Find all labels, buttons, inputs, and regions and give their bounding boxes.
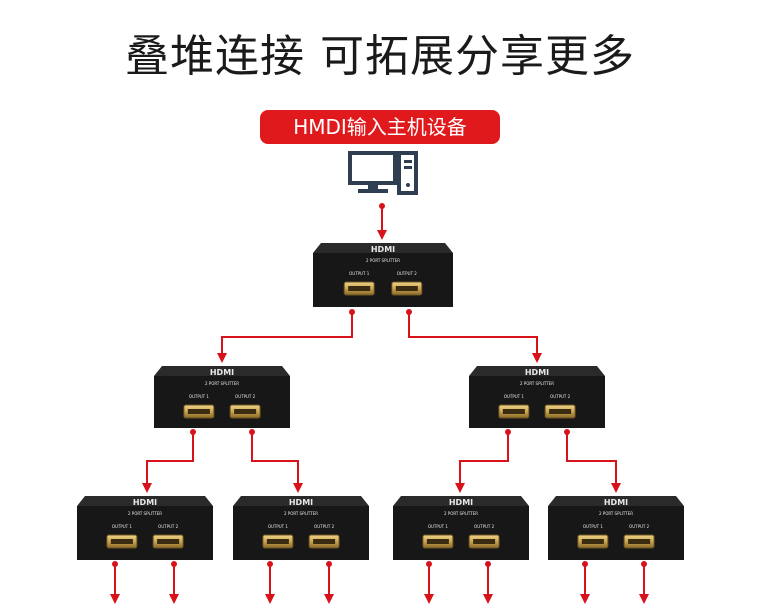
output-2-port-slot <box>628 539 651 544</box>
device-brand: HDMI <box>449 498 473 507</box>
page-title: 叠堆连接 可拓展分享更多 <box>125 31 635 82</box>
device-top <box>154 366 290 376</box>
arrow-to-tier3-4 <box>566 432 621 493</box>
input-host-badge: HMDI输入主机设备 <box>260 110 500 144</box>
output-2-port-slot <box>549 409 572 414</box>
output-1-port-slot <box>266 539 289 544</box>
device-top <box>393 496 529 506</box>
output-1-port-slot <box>426 539 449 544</box>
arrow-tier1-to-left <box>217 312 353 363</box>
device-body <box>233 506 369 560</box>
device-body <box>393 506 529 560</box>
splitter-tier3-3: HDMI 2 PORT SPLITTER OUTPUT 1 OUTPUT 2 <box>393 496 529 560</box>
splitter-tier3-1: HDMI 2 PORT SPLITTER OUTPUT 1 OUTPUT 2 <box>77 496 213 560</box>
splitter-tier2-left: HDMI 2 PORT SPLITTER OUTPUT 1 OUTPUT 2 <box>154 366 290 428</box>
device-brand: HDMI <box>289 498 313 507</box>
device-top <box>77 496 213 506</box>
output-1-port-slot <box>187 409 210 414</box>
output-1-port-slot <box>110 539 133 544</box>
device-top <box>548 496 684 506</box>
output-1-label: OUTPUT 1 <box>428 524 449 529</box>
device-top <box>233 496 369 506</box>
device-brand: HDMI <box>604 498 628 507</box>
output-2-label: OUTPUT 2 <box>550 394 571 399</box>
output-2-label: OUTPUT 2 <box>474 524 495 529</box>
arrow-to-tier3-2 <box>251 432 303 493</box>
device-brand: HDMI <box>525 368 549 377</box>
device-body <box>313 253 453 307</box>
splitter-tier2-right: HDMI 2 PORT SPLITTER OUTPUT 1 OUTPUT 2 <box>469 366 605 428</box>
splitter-devices: HDMI 2 PORT SPLITTER OUTPUT 1 OUTPUT 2 HDMI 2… <box>77 243 684 560</box>
device-body <box>77 506 213 560</box>
device-brand: HDMI <box>210 368 234 377</box>
splitter-tier3-2: HDMI 2 PORT SPLITTER OUTPUT 1 OUTPUT 2 <box>233 496 369 560</box>
device-subtitle: 2 PORT SPLITTER <box>205 381 239 386</box>
output-1-label: OUTPUT 1 <box>112 524 133 529</box>
output-1-port-slot <box>581 539 604 544</box>
output-1-label: OUTPUT 1 <box>189 394 210 399</box>
arrow-to-tier3-3 <box>455 432 509 493</box>
output-2-port-slot <box>313 539 336 544</box>
arrow-to-tier3-1 <box>142 432 194 493</box>
output-2-label: OUTPUT 2 <box>629 524 650 529</box>
computer-icon <box>348 151 418 195</box>
device-subtitle: 2 PORT SPLITTER <box>366 258 400 263</box>
output-1-label: OUTPUT 1 <box>504 394 525 399</box>
output-1-label: OUTPUT 1 <box>268 524 289 529</box>
output-2-port-slot <box>473 539 496 544</box>
arrow-tier1-to-right <box>408 312 542 363</box>
output-2-label: OUTPUT 2 <box>314 524 335 529</box>
output-2-port-slot <box>395 286 418 291</box>
splitter-tier1: HDMI 2 PORT SPLITTER OUTPUT 1 OUTPUT 2 <box>313 243 453 307</box>
device-body <box>469 376 605 428</box>
device-subtitle: 2 PORT SPLITTER <box>128 511 162 516</box>
device-top <box>469 366 605 376</box>
output-1-port-slot <box>348 286 371 291</box>
device-body <box>154 376 290 428</box>
output-1-label: OUTPUT 1 <box>349 271 370 276</box>
output-2-label: OUTPUT 2 <box>158 524 179 529</box>
device-brand: HDMI <box>133 498 157 507</box>
device-subtitle: 2 PORT SPLITTER <box>444 511 478 516</box>
output-2-label: OUTPUT 2 <box>397 271 418 276</box>
device-subtitle: 2 PORT SPLITTER <box>284 511 318 516</box>
device-body <box>548 506 684 560</box>
output-1-label: OUTPUT 1 <box>583 524 604 529</box>
output-1-port-slot <box>502 409 525 414</box>
output-2-port-slot <box>157 539 180 544</box>
device-top <box>313 243 453 253</box>
output-2-port-slot <box>234 409 257 414</box>
device-subtitle: 2 PORT SPLITTER <box>599 511 633 516</box>
output-2-label: OUTPUT 2 <box>235 394 256 399</box>
device-subtitle: 2 PORT SPLITTER <box>520 381 554 386</box>
connection-arrows <box>110 203 649 604</box>
device-brand: HDMI <box>371 245 395 254</box>
splitter-tier3-4: HDMI 2 PORT SPLITTER OUTPUT 1 OUTPUT 2 <box>548 496 684 560</box>
